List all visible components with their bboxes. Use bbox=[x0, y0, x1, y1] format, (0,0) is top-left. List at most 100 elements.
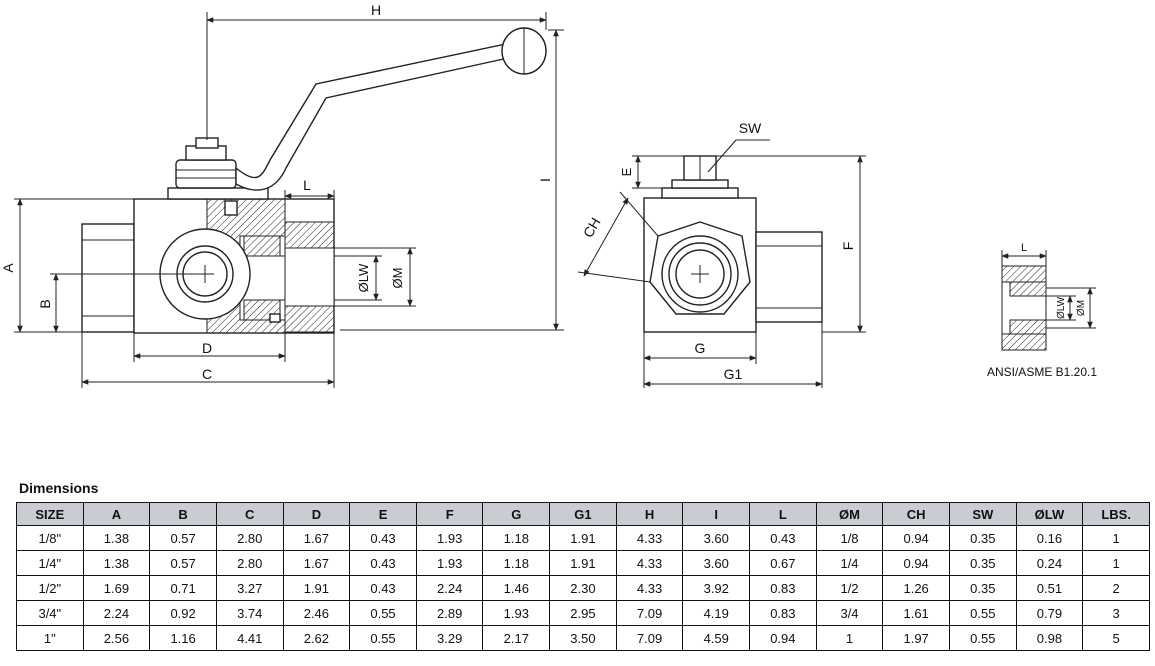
table-cell: 3.60 bbox=[682, 550, 751, 576]
table-cell: 0.57 bbox=[149, 525, 217, 551]
standard-label: ANSI/ASME B1.20.1 bbox=[987, 365, 1097, 379]
table-cell: 2.17 bbox=[482, 625, 551, 651]
table-cell: 0.94 bbox=[882, 525, 950, 551]
dim-label-m: ØM bbox=[390, 268, 405, 289]
table-cell: 0.35 bbox=[948, 525, 1017, 551]
table-cell: 0.71 bbox=[149, 575, 217, 601]
table-cell: 0.55 bbox=[349, 600, 417, 626]
table-cell: 3.74 bbox=[215, 600, 284, 626]
dim-label-f: F bbox=[840, 242, 856, 251]
dim-label-ch: CH bbox=[580, 215, 604, 241]
table-cell: 1/4 bbox=[815, 550, 884, 576]
table-cell: 1/4" bbox=[16, 550, 84, 576]
table-cell: 0.94 bbox=[749, 625, 817, 651]
column-header: D bbox=[282, 502, 351, 526]
table-cell: 2.80 bbox=[215, 525, 284, 551]
table-cell: 1.93 bbox=[482, 600, 551, 626]
table-cell: 1.97 bbox=[882, 625, 950, 651]
column-header: SIZE bbox=[16, 502, 84, 526]
table-cell: 2.30 bbox=[549, 575, 617, 601]
table-cell: 0.51 bbox=[1015, 575, 1084, 601]
table-cell: 1/8" bbox=[16, 525, 84, 551]
table-cell: 2.89 bbox=[415, 600, 484, 626]
table-cell: 1 bbox=[815, 625, 884, 651]
column-header: LBS. bbox=[1082, 502, 1150, 526]
detail-label-m: ØM bbox=[1076, 300, 1087, 316]
table-cell: 3.29 bbox=[415, 625, 484, 651]
table-cell: 1.61 bbox=[882, 600, 950, 626]
technical-drawing: H I L A B D C ØLW bbox=[0, 2, 1097, 388]
table-cell: 4.33 bbox=[615, 550, 684, 576]
column-header: G bbox=[482, 502, 551, 526]
table-cell: 1.18 bbox=[482, 525, 551, 551]
table-cell: 3.60 bbox=[682, 525, 751, 551]
table-cell: 1.91 bbox=[282, 575, 351, 601]
table-cell: 1/8 bbox=[815, 525, 884, 551]
dim-label-d: D bbox=[202, 340, 212, 356]
table-cell: 0.43 bbox=[349, 575, 417, 601]
dim-label-a: A bbox=[0, 263, 16, 273]
column-header: F bbox=[415, 502, 484, 526]
dim-label-h: H bbox=[371, 2, 381, 18]
side-view-dimensions: H I L A B D C ØLW bbox=[0, 2, 564, 388]
table-cell: 0.83 bbox=[749, 575, 817, 601]
table-cell: 0.92 bbox=[149, 600, 217, 626]
table-cell: 0.83 bbox=[749, 600, 817, 626]
table-cell: 2.24 bbox=[415, 575, 484, 601]
table-cell: 4.59 bbox=[682, 625, 751, 651]
table-title: Dimensions bbox=[19, 480, 99, 496]
dim-label-e: E bbox=[619, 167, 634, 176]
dim-label-sw: SW bbox=[739, 120, 762, 136]
column-header: I bbox=[682, 502, 751, 526]
table-cell: 4.19 bbox=[682, 600, 751, 626]
table-cell: 1.93 bbox=[415, 525, 484, 551]
column-header: B bbox=[149, 502, 217, 526]
table-cell: 4.41 bbox=[215, 625, 284, 651]
table-cell: 3.27 bbox=[215, 575, 284, 601]
table-cell: 0.35 bbox=[948, 550, 1017, 576]
column-header: A bbox=[82, 502, 151, 526]
column-header: ØLW bbox=[1015, 502, 1084, 526]
table-cell: 1.38 bbox=[82, 550, 151, 576]
table-cell: 0.43 bbox=[749, 525, 817, 551]
table-cell: 3 bbox=[1082, 600, 1150, 626]
dim-label-l: L bbox=[303, 177, 311, 193]
table-cell: 0.55 bbox=[349, 625, 417, 651]
table-cell: 1" bbox=[16, 625, 84, 651]
table-cell: 1/2 bbox=[815, 575, 884, 601]
table-cell: 1.93 bbox=[415, 550, 484, 576]
table-cell: 4.33 bbox=[615, 575, 684, 601]
side-view bbox=[81, 27, 547, 334]
column-header: C bbox=[215, 502, 284, 526]
dim-label-g1: G1 bbox=[724, 366, 743, 382]
dim-label-c: C bbox=[202, 366, 212, 382]
table-cell: 0.55 bbox=[948, 600, 1017, 626]
table-cell: 1.91 bbox=[549, 525, 617, 551]
table-cell: 3/4" bbox=[16, 600, 84, 626]
table-cell: 1.26 bbox=[882, 575, 950, 601]
table-cell: 2.24 bbox=[82, 600, 151, 626]
table-cell: 3.92 bbox=[682, 575, 751, 601]
table-cell: 3/4 bbox=[815, 600, 884, 626]
front-view bbox=[643, 155, 823, 333]
table-cell: 2.62 bbox=[282, 625, 351, 651]
table-cell: 2 bbox=[1082, 575, 1150, 601]
left-port bbox=[81, 223, 135, 333]
column-header: G1 bbox=[549, 502, 617, 526]
table-cell: 0.43 bbox=[349, 525, 417, 551]
table-cell: 5 bbox=[1082, 625, 1150, 651]
table-cell: 1.38 bbox=[82, 525, 151, 551]
column-header: CH bbox=[882, 502, 950, 526]
dim-label-g: G bbox=[695, 340, 706, 356]
table-cell: 1.91 bbox=[549, 550, 617, 576]
detail-label-l: L bbox=[1021, 242, 1027, 254]
table-cell: 2.95 bbox=[549, 600, 617, 626]
column-header: SW bbox=[948, 502, 1017, 526]
detail-label-lw: ØLW bbox=[1056, 296, 1067, 319]
table-cell: 0.16 bbox=[1015, 525, 1084, 551]
table-cell: 0.43 bbox=[349, 550, 417, 576]
table-cell: 1.16 bbox=[149, 625, 217, 651]
